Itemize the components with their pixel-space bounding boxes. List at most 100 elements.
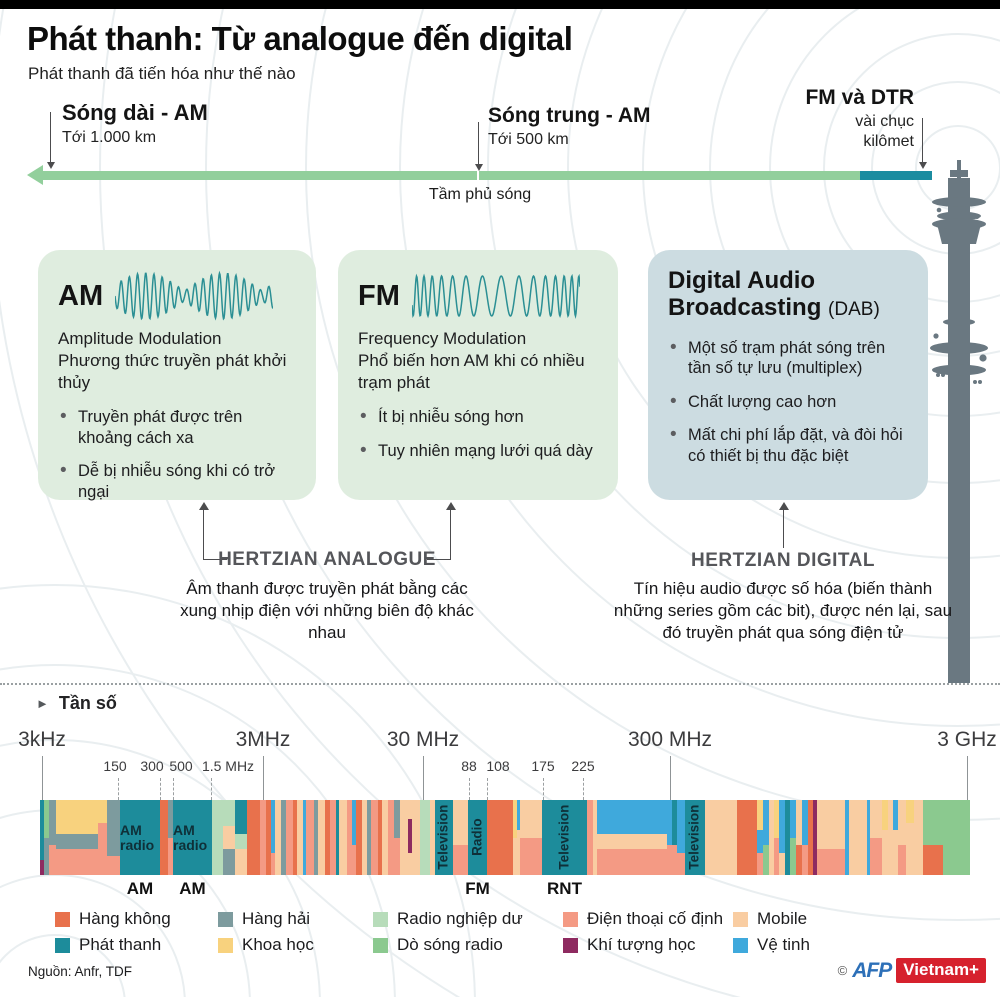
legend-swatch xyxy=(733,911,748,927)
spectrum-segment xyxy=(906,800,914,875)
spectrum-segment xyxy=(790,800,796,875)
spectrum-segment xyxy=(769,800,774,875)
band-label: AM radio xyxy=(173,821,208,853)
spectrum-segment xyxy=(297,800,303,875)
long-wave-label-group: Sóng dài - AM Tới 1.000 km xyxy=(62,100,208,147)
spectrum-band-am-radio: AM radio xyxy=(120,800,160,875)
spectrum-segment xyxy=(785,800,790,875)
spectrum-segment xyxy=(867,800,870,875)
radio-wave-arc xyxy=(0,739,321,997)
freq-major-tick-label: 3 GHz xyxy=(937,728,997,751)
legend-label: Hàng hải xyxy=(242,909,311,928)
freq-minor-tick-line xyxy=(487,778,488,800)
medium-wave-label-group: Sóng trung - AM Tới 500 km xyxy=(488,104,651,149)
legend-swatch xyxy=(563,937,578,953)
band-below-label: AM xyxy=(126,879,154,898)
fm-dtr-range-line1: vài chục xyxy=(855,113,914,130)
am-card-title: AM xyxy=(58,279,104,312)
freq-major-tick-label: 300 MHz xyxy=(627,728,713,751)
freq-major-tick-label: 30 MHz xyxy=(386,728,460,751)
radio-wave-arc xyxy=(0,664,396,997)
freq-minor-tick-label: 300 xyxy=(140,758,164,774)
legend-item: Hàng không xyxy=(55,906,171,932)
spectrum-segment xyxy=(271,800,275,875)
radio-wave-arc xyxy=(0,934,126,997)
freq-major-tick-line xyxy=(967,756,968,800)
long-wave-range: Tới 1.000 km xyxy=(62,129,157,146)
legend-item: Điện thoại cố định xyxy=(563,906,723,932)
fm-card: FM Frequency Modulation Phổ biến hơn AM … xyxy=(338,250,618,500)
spectrum-segment xyxy=(893,800,898,875)
bullet-item: Mất chi phí lắp đặt, và đòi hỏi có thiết… xyxy=(668,423,908,466)
spectrum-segment xyxy=(870,800,882,875)
spectrum-segment xyxy=(347,800,352,875)
radio-wave-arc xyxy=(399,0,1000,727)
spectrum-segment xyxy=(672,800,677,875)
medium-wave-range: Tới 500 km xyxy=(488,131,569,148)
fm-bullet-list: Ít bị nhiễu sóng hơn Tuy nhiên mạng lưới… xyxy=(358,405,598,463)
spectrum-segment xyxy=(371,800,378,875)
coverage-axis-label: Tầm phủ sóng xyxy=(428,186,532,203)
bullet-item: Dễ bị nhiễu sóng khi có trở ngại xyxy=(58,459,296,502)
dab-card-title: Digital Audio Broadcasting xyxy=(668,267,822,321)
afp-logo: AFP xyxy=(852,958,892,982)
legend-label: Khí tượng học xyxy=(587,935,696,954)
coverage-bar-analogue xyxy=(42,171,860,180)
spectrum-band-radio: Radio xyxy=(468,800,487,875)
connector-line xyxy=(427,559,451,560)
spectrum-segment xyxy=(247,800,260,875)
fm-dtr-label-group: FM và DTR vài chục kilômet xyxy=(805,86,914,152)
copyright-icon: © xyxy=(837,963,848,978)
down-arrow-icon xyxy=(474,122,483,171)
legend-label: Radio nghiệp dư xyxy=(397,909,523,928)
legend-item: Phát thanh xyxy=(55,932,171,958)
up-arrow-icon xyxy=(445,502,456,560)
spectrum-segment xyxy=(487,800,513,875)
fm-dtr-title: FM và DTR xyxy=(805,86,914,109)
fm-wave-icon xyxy=(411,273,580,319)
spectrum-segment xyxy=(339,800,347,875)
fm-card-desc: Phổ biến hơn AM khi có nhiều trạm phát xyxy=(358,350,585,392)
bullet-item: Truyền phát được trên khoảng cách xa xyxy=(58,405,296,448)
long-wave-title: Sóng dài - AM xyxy=(62,100,208,125)
freq-minor-tick-label: 225 xyxy=(571,758,595,774)
bullet-item: Chất lượng cao hơn xyxy=(668,390,908,414)
legend-swatch xyxy=(218,937,233,953)
legend-swatch xyxy=(218,911,233,927)
spectrum-segment xyxy=(98,800,107,875)
radio-wave-arc xyxy=(0,874,186,997)
legend-item: Dò sóng radio xyxy=(373,932,523,958)
spectrum-segment xyxy=(330,800,336,875)
freq-minor-tick-line xyxy=(160,778,161,800)
freq-minor-tick-label: 500 xyxy=(169,758,193,774)
legend-label: Khoa học xyxy=(242,935,314,954)
spectrum-segment xyxy=(430,800,435,875)
radio-wave-arc xyxy=(0,584,476,997)
spectrum-segment xyxy=(318,800,325,875)
spectrum-segment xyxy=(107,800,120,875)
bullet-item: Một số trạm phát sóng trên tần số tự lưu… xyxy=(668,336,908,379)
spectrum-segment xyxy=(737,800,757,875)
spectrum-segment xyxy=(774,800,779,875)
dab-bullet-list: Một số trạm phát sóng trên tần số tự lưu… xyxy=(668,336,908,466)
am-wave-icon xyxy=(115,270,274,321)
spectrum-segment xyxy=(56,800,98,875)
spectrum-segment xyxy=(763,800,769,875)
am-card-desc: Phương thức truyền phát khởi thủy xyxy=(58,350,287,392)
legend-column: Radio nghiệp dư Dò sóng radio xyxy=(373,906,523,958)
am-card-subtitle: Amplitude Modulation xyxy=(58,329,222,348)
spectrum-segment xyxy=(266,800,271,875)
source-credit: Nguồn: Anfr, TDF xyxy=(28,964,133,979)
dab-card: Digital Audio Broadcasting (DAB) Một số … xyxy=(648,250,928,500)
hertzian-analogue-label: HERTZIAN ANALOGUE xyxy=(218,549,436,570)
freq-minor-tick-label: 150 xyxy=(103,758,127,774)
fm-dtr-range-line2: kilômet xyxy=(863,133,914,150)
frequency-section-label: Tần số xyxy=(58,693,117,713)
freq-minor-tick-line xyxy=(118,778,119,800)
fm-card-title: FM xyxy=(358,279,400,312)
legend-item: Khí tượng học xyxy=(563,932,723,958)
